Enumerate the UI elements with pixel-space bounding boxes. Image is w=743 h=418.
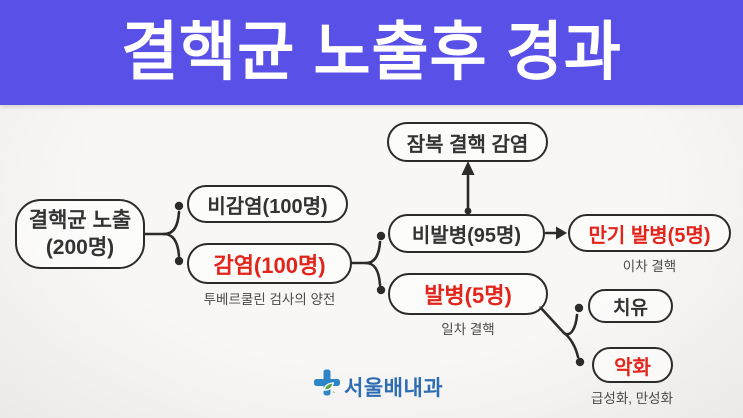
node-latent-label: 잠복 결핵 감염 [406,133,529,156]
node-no-onset-label: 비발병(95명) [411,225,522,247]
title-banner: 결핵균 노출후 경과 [0,0,743,105]
node-exposure-label: 결핵균 노출 (200명) [28,208,132,259]
clinic-name: 서울배내과 [344,376,444,400]
node-worsening: 악화 [592,347,673,383]
medical-cross-icon [313,369,341,404]
caption-primary-tb: 일차 결핵 [441,322,495,337]
node-worsening-label: 악화 [614,356,651,379]
node-non-infection-label: 비감염(100명) [207,195,328,218]
node-latent-tb-infection: 잠복 결핵 감염 [387,122,548,162]
node-late-onset-label: 만기 발병(5명) [588,224,711,247]
caption-tuberculin-test: 투베르쿨린 검사의 양전 [203,292,336,307]
node-no-onset: 비발병(95명) [388,214,545,253]
node-onset: 발병(5명) [388,273,548,315]
caption-acute-chronic: 급성화, 만성화 [590,391,674,406]
node-cure: 치유 [588,289,673,323]
node-exposure: 결핵균 노출 (200명) [15,199,145,269]
page-title: 결핵균 노출후 경과 [121,16,622,88]
node-onset-label: 발병(5명) [424,283,512,308]
clinic-logo: 서울배내과 [313,369,443,404]
node-non-infection: 비감염(100명) [187,185,348,223]
node-late-onset: 만기 발병(5명) [568,214,731,252]
node-infection: 감염(100명) [187,243,352,284]
node-infection-label: 감염(100명) [213,252,326,278]
node-cure-label: 치유 [613,297,648,319]
caption-secondary-tb: 이차 결핵 [622,259,677,274]
